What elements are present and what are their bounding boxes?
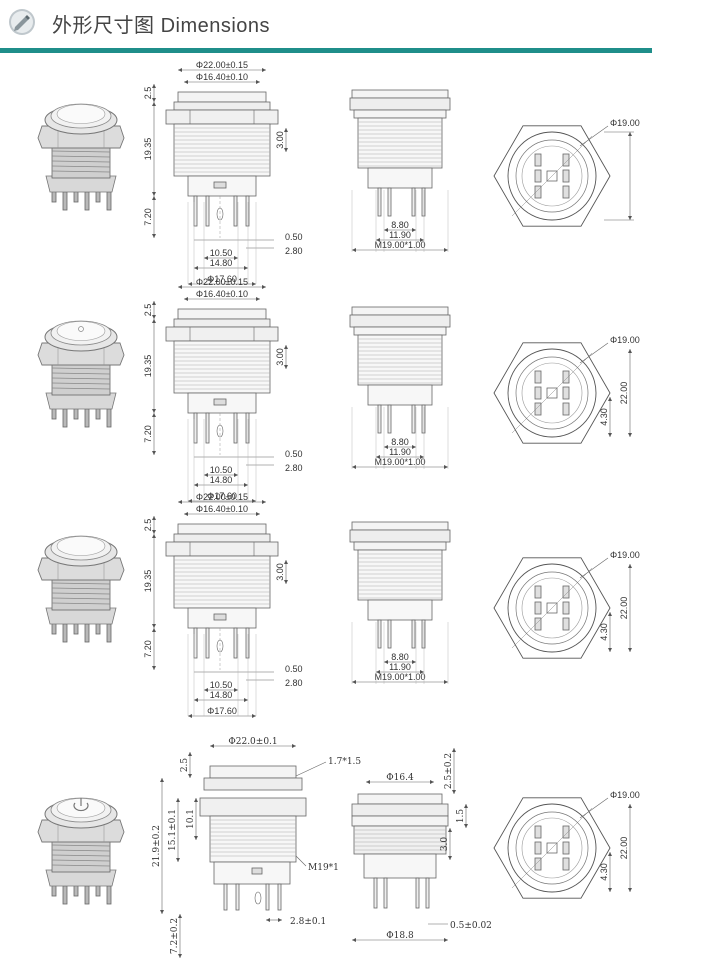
dimension-label: Φ16.40±0.10 bbox=[196, 504, 248, 514]
dimension-label: 3.00 bbox=[275, 131, 285, 149]
dimension-label: Φ22.00±0.15 bbox=[196, 60, 248, 70]
header-accent-bar bbox=[0, 48, 652, 53]
dimension-label: 7.20 bbox=[143, 425, 153, 443]
dimension-label: 2.5 bbox=[143, 304, 153, 317]
dimension-label: 11.90 bbox=[389, 447, 411, 457]
dimension-label: 2.5 bbox=[143, 519, 153, 532]
dimension-label: 14.80 bbox=[210, 475, 233, 485]
top-view-3: Φ19.00 22.00 4.30 bbox=[493, 550, 640, 659]
dimension-label: 11.90 bbox=[389, 230, 411, 240]
product-photo-3 bbox=[37, 535, 125, 643]
dimension-label: 2.8±0.1 bbox=[290, 917, 326, 927]
dimension-label: Φ18.8 bbox=[386, 931, 414, 941]
dimension-label: 10.50 bbox=[210, 680, 233, 690]
front-view-2: Φ22.00±0.15Φ16.40±0.102.519.357.203.000.… bbox=[143, 277, 303, 503]
dimension-label: 11.90 bbox=[389, 662, 411, 672]
front-view-4: Φ22.0±0.1 1.7*1.5 2.5 21.9±0.2 15.1±0.1 10.1M… bbox=[152, 737, 361, 958]
top-view-1: Φ19.00 bbox=[493, 118, 640, 227]
dimension-label: Φ17.60 bbox=[207, 491, 237, 501]
dimension-label: M19*1 bbox=[308, 863, 339, 873]
dimension-label: 0.50 bbox=[285, 449, 303, 459]
dimension-label: 14.80 bbox=[210, 258, 233, 268]
dimension-label: Φ16.40±0.10 bbox=[196, 289, 248, 299]
title-en: Dimensions bbox=[160, 15, 271, 37]
dimension-label: Φ22.00±0.15 bbox=[196, 277, 248, 287]
dimension-label: 4.30 bbox=[599, 623, 609, 641]
dimension-label: 21.9±0.2 bbox=[152, 825, 162, 867]
dimension-label: 0.5±0.02 bbox=[450, 921, 492, 931]
dimension-label: Φ16.40±0.10 bbox=[196, 72, 248, 82]
dimension-label: 15.1±0.1 bbox=[168, 809, 178, 851]
dimension-label: Φ22.0±0.1 bbox=[228, 737, 277, 747]
dimension-label: 4.30 bbox=[599, 408, 609, 426]
dimension-label: 2.80 bbox=[285, 246, 303, 256]
dimension-label: 19.35 bbox=[143, 138, 153, 161]
dimension-label: 2.5±0.2 bbox=[444, 753, 454, 789]
dimension-label: 3.00 bbox=[275, 348, 285, 366]
hex-outline bbox=[493, 557, 611, 659]
product-photo-1 bbox=[37, 103, 125, 211]
dimension-label: 2.5 bbox=[143, 87, 153, 100]
dimension-label: 1.5 bbox=[456, 809, 466, 824]
dimension-label: Φ19.00 bbox=[610, 550, 640, 560]
dimension-label: M19.00*1.00 bbox=[374, 672, 425, 682]
dimension-label: Φ22.00±0.15 bbox=[196, 492, 248, 502]
product-photo-4 bbox=[37, 797, 125, 905]
dimension-label: 3.00 bbox=[275, 563, 285, 581]
dimension-label: 8.80 bbox=[391, 652, 409, 662]
dimension-label: 0.50 bbox=[285, 664, 303, 674]
dimension-label: 22.00 bbox=[619, 597, 629, 620]
dot-symbol bbox=[78, 326, 84, 332]
dimension-label: 19.35 bbox=[143, 355, 153, 378]
top-view-2: Φ19.00 22.00 4.30 bbox=[493, 335, 640, 444]
dimension-label: 8.80 bbox=[391, 220, 409, 230]
dimension-label: Φ19.00 bbox=[610, 335, 640, 345]
dimension-label: Φ17.60 bbox=[207, 706, 237, 716]
page-header: 外形尺寸图 Dimensions bbox=[0, 0, 710, 56]
top-view-4: Φ19.00 22.00 4.30 bbox=[493, 790, 640, 899]
dimension-label: 10.50 bbox=[210, 248, 233, 258]
dimension-label: 7.20 bbox=[143, 208, 153, 226]
dimension-label: 0.50 bbox=[285, 232, 303, 242]
dimension-label: 7.2±0.2 bbox=[170, 918, 180, 954]
dimension-label: Φ19.00 bbox=[610, 790, 640, 800]
dimension-label: 4.30 bbox=[599, 863, 609, 881]
dimension-label: 10.1 bbox=[186, 809, 196, 829]
dimension-label: 22.00 bbox=[619, 837, 629, 860]
hex-outline bbox=[493, 342, 611, 444]
pencil-badge-icon bbox=[9, 9, 35, 35]
dimension-label: 19.35 bbox=[143, 570, 153, 593]
dimension-label: 2.5 bbox=[180, 758, 190, 773]
dimension-label: 7.20 bbox=[143, 640, 153, 658]
dimension-label: Φ19.00 bbox=[610, 118, 640, 128]
dimension-label: 10.50 bbox=[210, 465, 233, 475]
hex-outline bbox=[493, 125, 611, 227]
product-photo-2 bbox=[37, 320, 125, 428]
dimension-label: 1.7*1.5 bbox=[328, 757, 361, 767]
dimension-label: Φ17.60 bbox=[207, 274, 237, 284]
power-symbol bbox=[73, 802, 89, 812]
dimension-label: 22.00 bbox=[619, 382, 629, 405]
title-cn: 外形尺寸图 bbox=[52, 13, 155, 37]
dimension-label: 8.80 bbox=[391, 437, 409, 447]
dimension-label: 2.80 bbox=[285, 463, 303, 473]
dimension-label: 3.0 bbox=[440, 837, 450, 852]
dimension-label: M19.00*1.00 bbox=[374, 240, 425, 250]
dimension-label: 2.80 bbox=[285, 678, 303, 688]
dimension-label: M19.00*1.00 bbox=[374, 457, 425, 467]
page-title: 外形尺寸图 Dimensions bbox=[52, 9, 270, 38]
dimension-label: 14.80 bbox=[210, 690, 233, 700]
front-view-1: Φ22.00±0.15Φ16.40±0.102.519.357.203.000.… bbox=[143, 60, 303, 286]
dimension-label: Φ16.4 bbox=[386, 773, 414, 783]
hex-outline bbox=[493, 797, 611, 899]
